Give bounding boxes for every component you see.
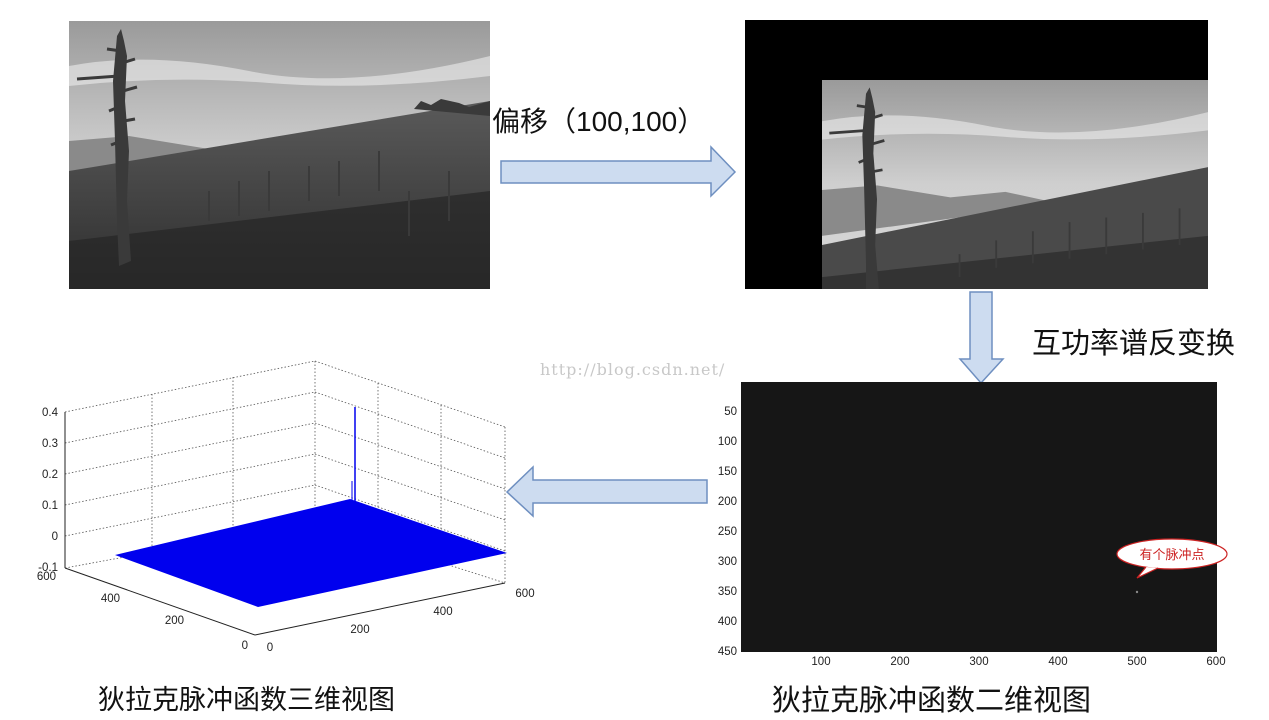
arrow-down — [958, 291, 1005, 385]
impulse-point — [1135, 590, 1139, 594]
x-tick-label: 200 — [890, 656, 909, 668]
y-tick-label: 200 — [718, 496, 737, 508]
y-tick-label: 250 — [718, 526, 737, 538]
y-tick-label: 600 — [37, 571, 56, 583]
z-tick-label: 0.1 — [42, 500, 58, 512]
watermark: http://blog.csdn.net/ — [540, 360, 726, 379]
x-tick-label: 300 — [969, 656, 988, 668]
y-tick-label: 300 — [718, 556, 737, 568]
y-tick-label: 400 — [718, 616, 737, 628]
y-tick-label: 50 — [724, 406, 737, 418]
x-tick-label: 400 — [1048, 656, 1067, 668]
surface — [115, 499, 507, 607]
x-tick-label: 400 — [433, 606, 452, 618]
y-tick-label: 150 — [718, 466, 737, 478]
arrow-right — [500, 145, 737, 198]
z-tick-label: 0.3 — [42, 438, 58, 450]
x-tick-label: 0 — [267, 642, 273, 654]
callout-text: 有个脉冲点 — [1139, 548, 1204, 563]
x-tick-label: 600 — [1206, 656, 1225, 668]
callout: 有个脉冲点 — [1116, 538, 1228, 579]
z-tick-label: -0.1 — [38, 562, 58, 574]
z-tick-label: 0.2 — [42, 469, 58, 481]
y-tick-label: 350 — [718, 586, 737, 598]
impulse-3d-plot: 0.4 0.3 0.2 0.1 0 -0.1 0 200 400 600 600 400 200 0 — [37, 360, 535, 654]
z-tick-label: 0 — [52, 531, 58, 543]
shift-label: 偏移（100,100） — [492, 106, 706, 137]
x-tick-label: 600 — [515, 588, 534, 600]
y-tick-label: 400 — [101, 593, 120, 605]
y-tick-label: 450 — [718, 646, 737, 658]
3d-view-caption: 狄拉克脉冲函数三维视图 — [98, 685, 395, 716]
heatmap-area — [741, 382, 1217, 652]
y-tick-label: 100 — [718, 436, 737, 448]
original-image — [69, 21, 490, 289]
z-tick-label: 0.4 — [42, 407, 59, 419]
x-tick-label: 500 — [1127, 656, 1146, 668]
y-tick-label: 200 — [165, 615, 184, 627]
shifted-image — [822, 80, 1208, 289]
y-tick-label: 0 — [242, 640, 248, 652]
inverse-cross-power-spectrum-label: 互功率谱反变换 — [1032, 326, 1236, 360]
x-tick-label: 100 — [811, 656, 830, 668]
shifted-image-frame — [745, 20, 1208, 289]
3d-axes — [64, 412, 506, 636]
2d-view-caption: 狄拉克脉冲函数二维视图 — [772, 683, 1092, 717]
impulse-2d-plot: 50 100 150 200 250 300 350 400 450 100 200 300 400 5… — [718, 382, 1228, 668]
x-tick-label: 200 — [350, 624, 369, 636]
